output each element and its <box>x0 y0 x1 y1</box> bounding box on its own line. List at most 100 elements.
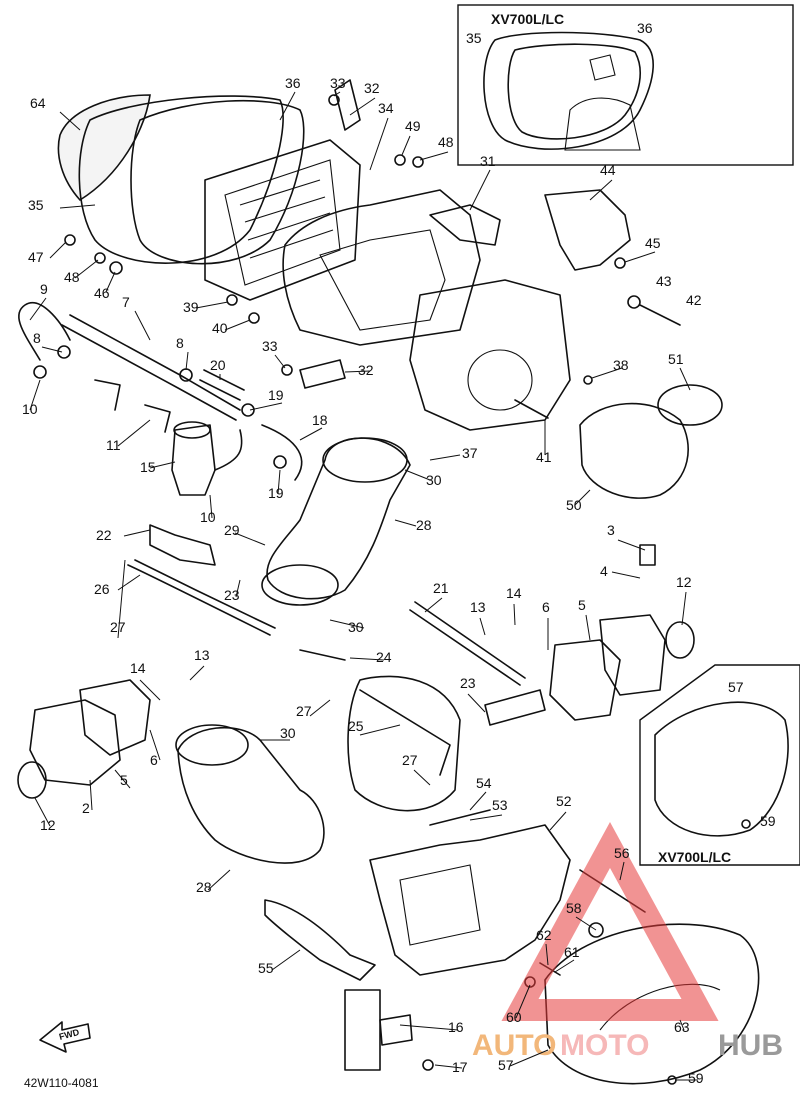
callout: 15 <box>140 459 156 475</box>
callout: 27 <box>402 752 418 768</box>
callout: 51 <box>668 351 684 367</box>
part-37-cover <box>409 279 571 431</box>
part-30-band-c <box>175 724 249 766</box>
part-16-damper <box>344 989 381 1071</box>
part-5-carb-joint-left <box>79 679 151 756</box>
part-33-screw-bottom <box>281 364 293 376</box>
fwd-indicator: FWD <box>39 1021 91 1053</box>
part-17-screw <box>422 1059 434 1071</box>
callout: 22 <box>96 527 112 543</box>
part-15-valve-top <box>173 421 211 439</box>
callout: 35 <box>28 197 44 213</box>
callout: 38 <box>613 357 629 373</box>
callout: 59 <box>688 1070 704 1086</box>
callout: 27 <box>110 619 126 635</box>
intake-joints <box>175 384 723 864</box>
part-64-cover <box>57 94 151 202</box>
part-40-washer <box>248 312 260 324</box>
callout: 20 <box>210 357 226 373</box>
part-32-plate-bottom <box>299 359 346 389</box>
part-33-screw-top <box>328 94 340 106</box>
inset-top-title: XV700L/LC <box>491 11 564 27</box>
callout: 13 <box>470 599 486 615</box>
part-12-oring-left <box>17 761 47 799</box>
callout: 33 <box>262 338 278 354</box>
callout: 49 <box>405 118 421 134</box>
callout: 56 <box>614 845 630 861</box>
part-11-clamps <box>94 379 171 433</box>
callout: 40 <box>212 320 228 336</box>
callout: 29 <box>224 522 240 538</box>
part-37-hole <box>467 349 533 411</box>
hoses-left <box>18 302 303 496</box>
part-52-bracket <box>369 824 571 976</box>
callout: 11 <box>106 437 121 453</box>
callout: 60 <box>506 1009 522 1025</box>
air-cleaner-cover-inset <box>483 31 654 150</box>
callout: 23 <box>224 587 240 603</box>
part-18-hose <box>261 424 303 481</box>
callout: 62 <box>536 927 552 943</box>
part-21-pipe-b <box>414 601 526 679</box>
callout: 30 <box>280 725 296 741</box>
part-24-pipe <box>299 649 346 661</box>
callout: 32 <box>358 362 374 378</box>
part-34-mesh-lines <box>239 179 334 259</box>
part-47-bolt <box>64 234 76 246</box>
part-10-hose-b <box>214 429 243 471</box>
inset-top-label-a: 35 <box>466 30 482 46</box>
callout: 53 <box>492 797 508 813</box>
callout: 47 <box>28 249 44 265</box>
callout: 17 <box>452 1059 468 1075</box>
watermark: AUTO MOTO HUB <box>472 822 783 1062</box>
callout: 5 <box>120 772 128 788</box>
part-9-hose <box>18 302 71 361</box>
part-5-carb-joint-right <box>549 639 621 721</box>
callout: 24 <box>376 649 392 665</box>
watermark-text-hub: HUB <box>718 1029 783 1062</box>
part-36-element-frame <box>130 99 305 265</box>
callout: 12 <box>40 817 56 833</box>
callout: 34 <box>378 100 394 116</box>
callout: 39 <box>183 299 199 315</box>
callout: 44 <box>600 162 616 178</box>
callout: 25 <box>348 718 364 734</box>
callout: 26 <box>94 581 110 597</box>
callout: 61 <box>564 944 580 960</box>
callout: 8 <box>176 335 184 351</box>
part-53-bolt <box>429 809 491 826</box>
callout: 28 <box>416 517 432 533</box>
doc-number: 42W110-4081 <box>24 1076 99 1090</box>
callout: 4 <box>600 563 608 579</box>
part-34-element <box>204 139 361 301</box>
part-49-bolt <box>394 154 406 166</box>
callout: 37 <box>462 445 478 461</box>
part-44-bracket <box>544 189 631 271</box>
callout: 32 <box>364 80 380 96</box>
watermark-text-moto: MOTO <box>560 1029 649 1062</box>
air-box-ghost <box>347 675 461 812</box>
part-2-joint-left <box>29 699 121 786</box>
part-50-joint <box>579 402 689 499</box>
callout: 30 <box>348 619 364 635</box>
callout: 55 <box>258 960 274 976</box>
part-51-band <box>657 384 723 426</box>
callout: 5 <box>578 597 586 613</box>
callout: 30 <box>426 472 442 488</box>
part-48-washer <box>412 156 424 168</box>
inset-top-frame <box>457 4 794 166</box>
inset-side-label-59: 59 <box>760 813 776 829</box>
callout: 21 <box>433 580 449 596</box>
inset-top: XV700L/LC 35 36 <box>457 4 794 166</box>
part-43-washer <box>627 295 641 309</box>
inset-bracket <box>589 54 616 81</box>
part-46-grommet <box>109 261 123 275</box>
part-19-clip-b <box>273 455 287 469</box>
part-42-bolt <box>639 304 681 326</box>
callout: 54 <box>476 775 492 791</box>
callout: 33 <box>330 75 346 91</box>
part-23-fitting <box>484 689 546 726</box>
callout: 52 <box>556 793 572 809</box>
inset-element <box>564 97 641 151</box>
